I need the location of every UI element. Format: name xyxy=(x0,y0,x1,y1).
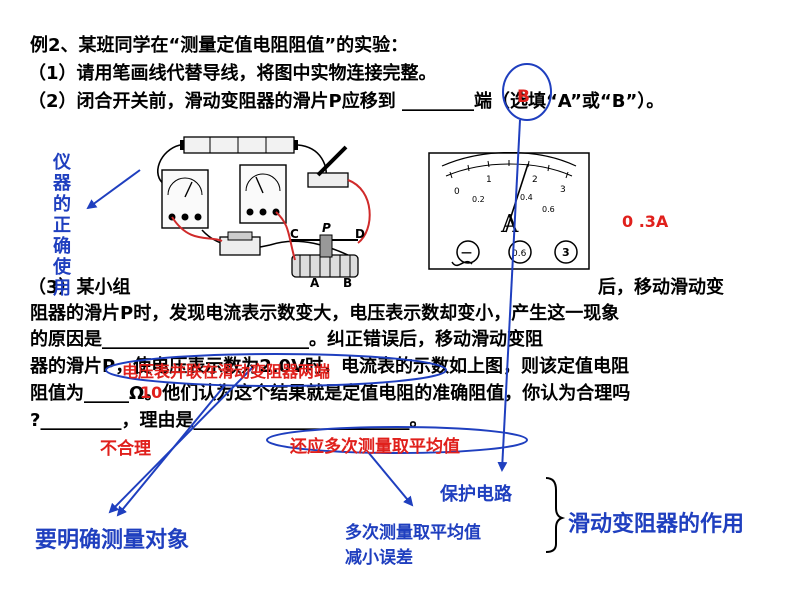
terminal-3-label: 3 xyxy=(562,246,570,259)
rheostat-role: 滑动变阻器的作用 xyxy=(568,512,745,537)
question-title: 例2、某班同学在“测量定值电阻阻值”的实验： xyxy=(30,35,409,56)
ammeter-figure: 0 1 2 3 0.2 0.4 0.6 A — 0.6 3 xyxy=(428,152,590,270)
scale-label-3: 3 xyxy=(560,185,566,195)
unreasonable-answer: 不合理 xyxy=(100,439,151,459)
terminal-0-6-label: 0.6 xyxy=(512,249,527,259)
label-p: P xyxy=(322,221,331,235)
battery-icon xyxy=(180,136,298,154)
question-line-d: 的原因是_______________________。纠正错误后，移动滑动变阻 xyxy=(30,329,543,350)
clear-object: 要明确测量对象 xyxy=(35,528,190,553)
cause-answer: 电压表并联在滑动变阻器两端 xyxy=(122,362,331,381)
protect-circuit: 保护电路 xyxy=(440,484,512,505)
scale-label-0-4: 0.4 xyxy=(520,193,533,202)
multiple-measure: 多次测量取平均值 xyxy=(345,523,481,543)
question-line-g: ?_________，理由是________________________。 xyxy=(30,410,428,431)
brace-icon xyxy=(545,477,566,553)
arrow-to-vertical-note xyxy=(86,169,141,210)
rheostat-icon xyxy=(290,234,359,278)
terminal-minus-label: — xyxy=(461,246,472,259)
question-part-2: （2）闭合开关前，滑动变阻器的滑片P应移到 ________端（选填“A”或“B… xyxy=(28,91,665,112)
answer-b: B xyxy=(517,87,530,107)
resistor-icon xyxy=(219,231,261,256)
question-line-f: 阻值为_____Ω。他们认为这个结果就是定值电阻的准确阻值，你认为合理吗 xyxy=(30,383,631,404)
scale-label-0: 0 xyxy=(454,187,460,197)
question-part-3-start: （3）某小组 xyxy=(28,277,131,298)
terminal-minus-icon xyxy=(456,240,480,264)
scale-label-0-6: 0.6 xyxy=(542,205,555,214)
scale-label-2: 2 xyxy=(532,175,538,185)
resistance-answer: 10 xyxy=(140,383,163,402)
ammeter-reading: 0 .3A xyxy=(622,212,669,231)
label-b: B xyxy=(343,276,352,290)
scale-label-1: 1 xyxy=(486,175,492,185)
voltmeter-icon xyxy=(161,169,209,229)
circuit-figure: C P D A B xyxy=(156,136,371,290)
reason-answer: 还应多次测量取平均值 xyxy=(290,437,460,457)
switch-icon xyxy=(307,145,349,188)
vertical-note: 仪器的正确使用 xyxy=(53,152,71,299)
question-part-1: （1）请用笔画线代替导线，将图中实物连接完整。 xyxy=(28,63,437,84)
label-d: D xyxy=(355,227,365,241)
label-c: C xyxy=(290,227,299,241)
arrow-to-multiple-measure xyxy=(367,451,414,507)
ammeter-unit: A xyxy=(500,210,519,238)
terminal-3-icon xyxy=(554,240,578,264)
label-a: A xyxy=(310,276,320,290)
reduce-error: 减小误差 xyxy=(345,548,413,568)
question-part-3-cont: 后，移动滑动变 xyxy=(598,277,724,298)
question-line-c: 阻器的滑片P时，发现电流表示数变大，电压表示数却变小，产生这一现象 xyxy=(30,303,620,324)
scale-label-0-2: 0.2 xyxy=(472,195,485,204)
